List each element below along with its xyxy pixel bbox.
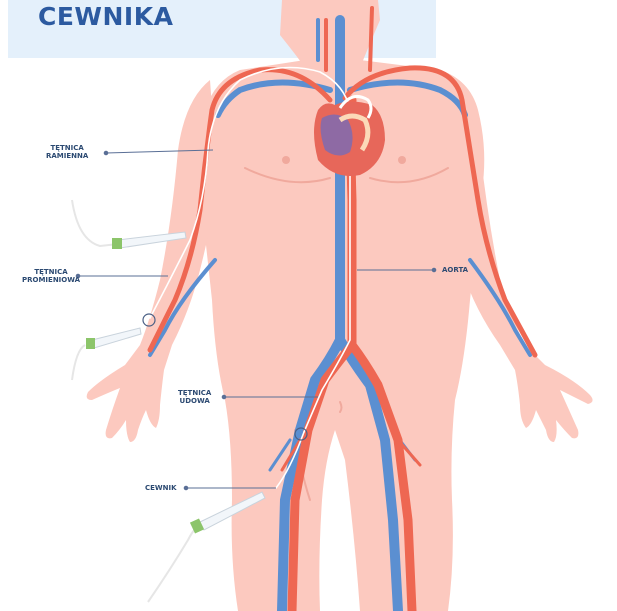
label-tetnica-ramienna: TĘTNICA RAMIENNA	[46, 144, 88, 160]
label-line: TĘTNICA	[22, 268, 80, 276]
label-line: TĘTNICA	[46, 144, 88, 152]
label-line: PROMIENIOWA	[22, 276, 80, 284]
label-tetnica-udowa: TĘTNICA UDOWA	[178, 389, 211, 405]
label-line: UDOWA	[178, 397, 211, 405]
label-aorta: AORTA	[442, 266, 468, 274]
label-tetnica-promieniowa: TĘTNICA PROMIENIOWA	[22, 268, 80, 284]
heart	[314, 96, 385, 176]
label-line: RAMIENNA	[46, 152, 88, 160]
label-line: CEWNIK	[145, 484, 177, 492]
label-line: AORTA	[442, 266, 468, 274]
label-line: TĘTNICA	[178, 389, 211, 397]
label-cewnik: CEWNIK	[145, 484, 177, 492]
